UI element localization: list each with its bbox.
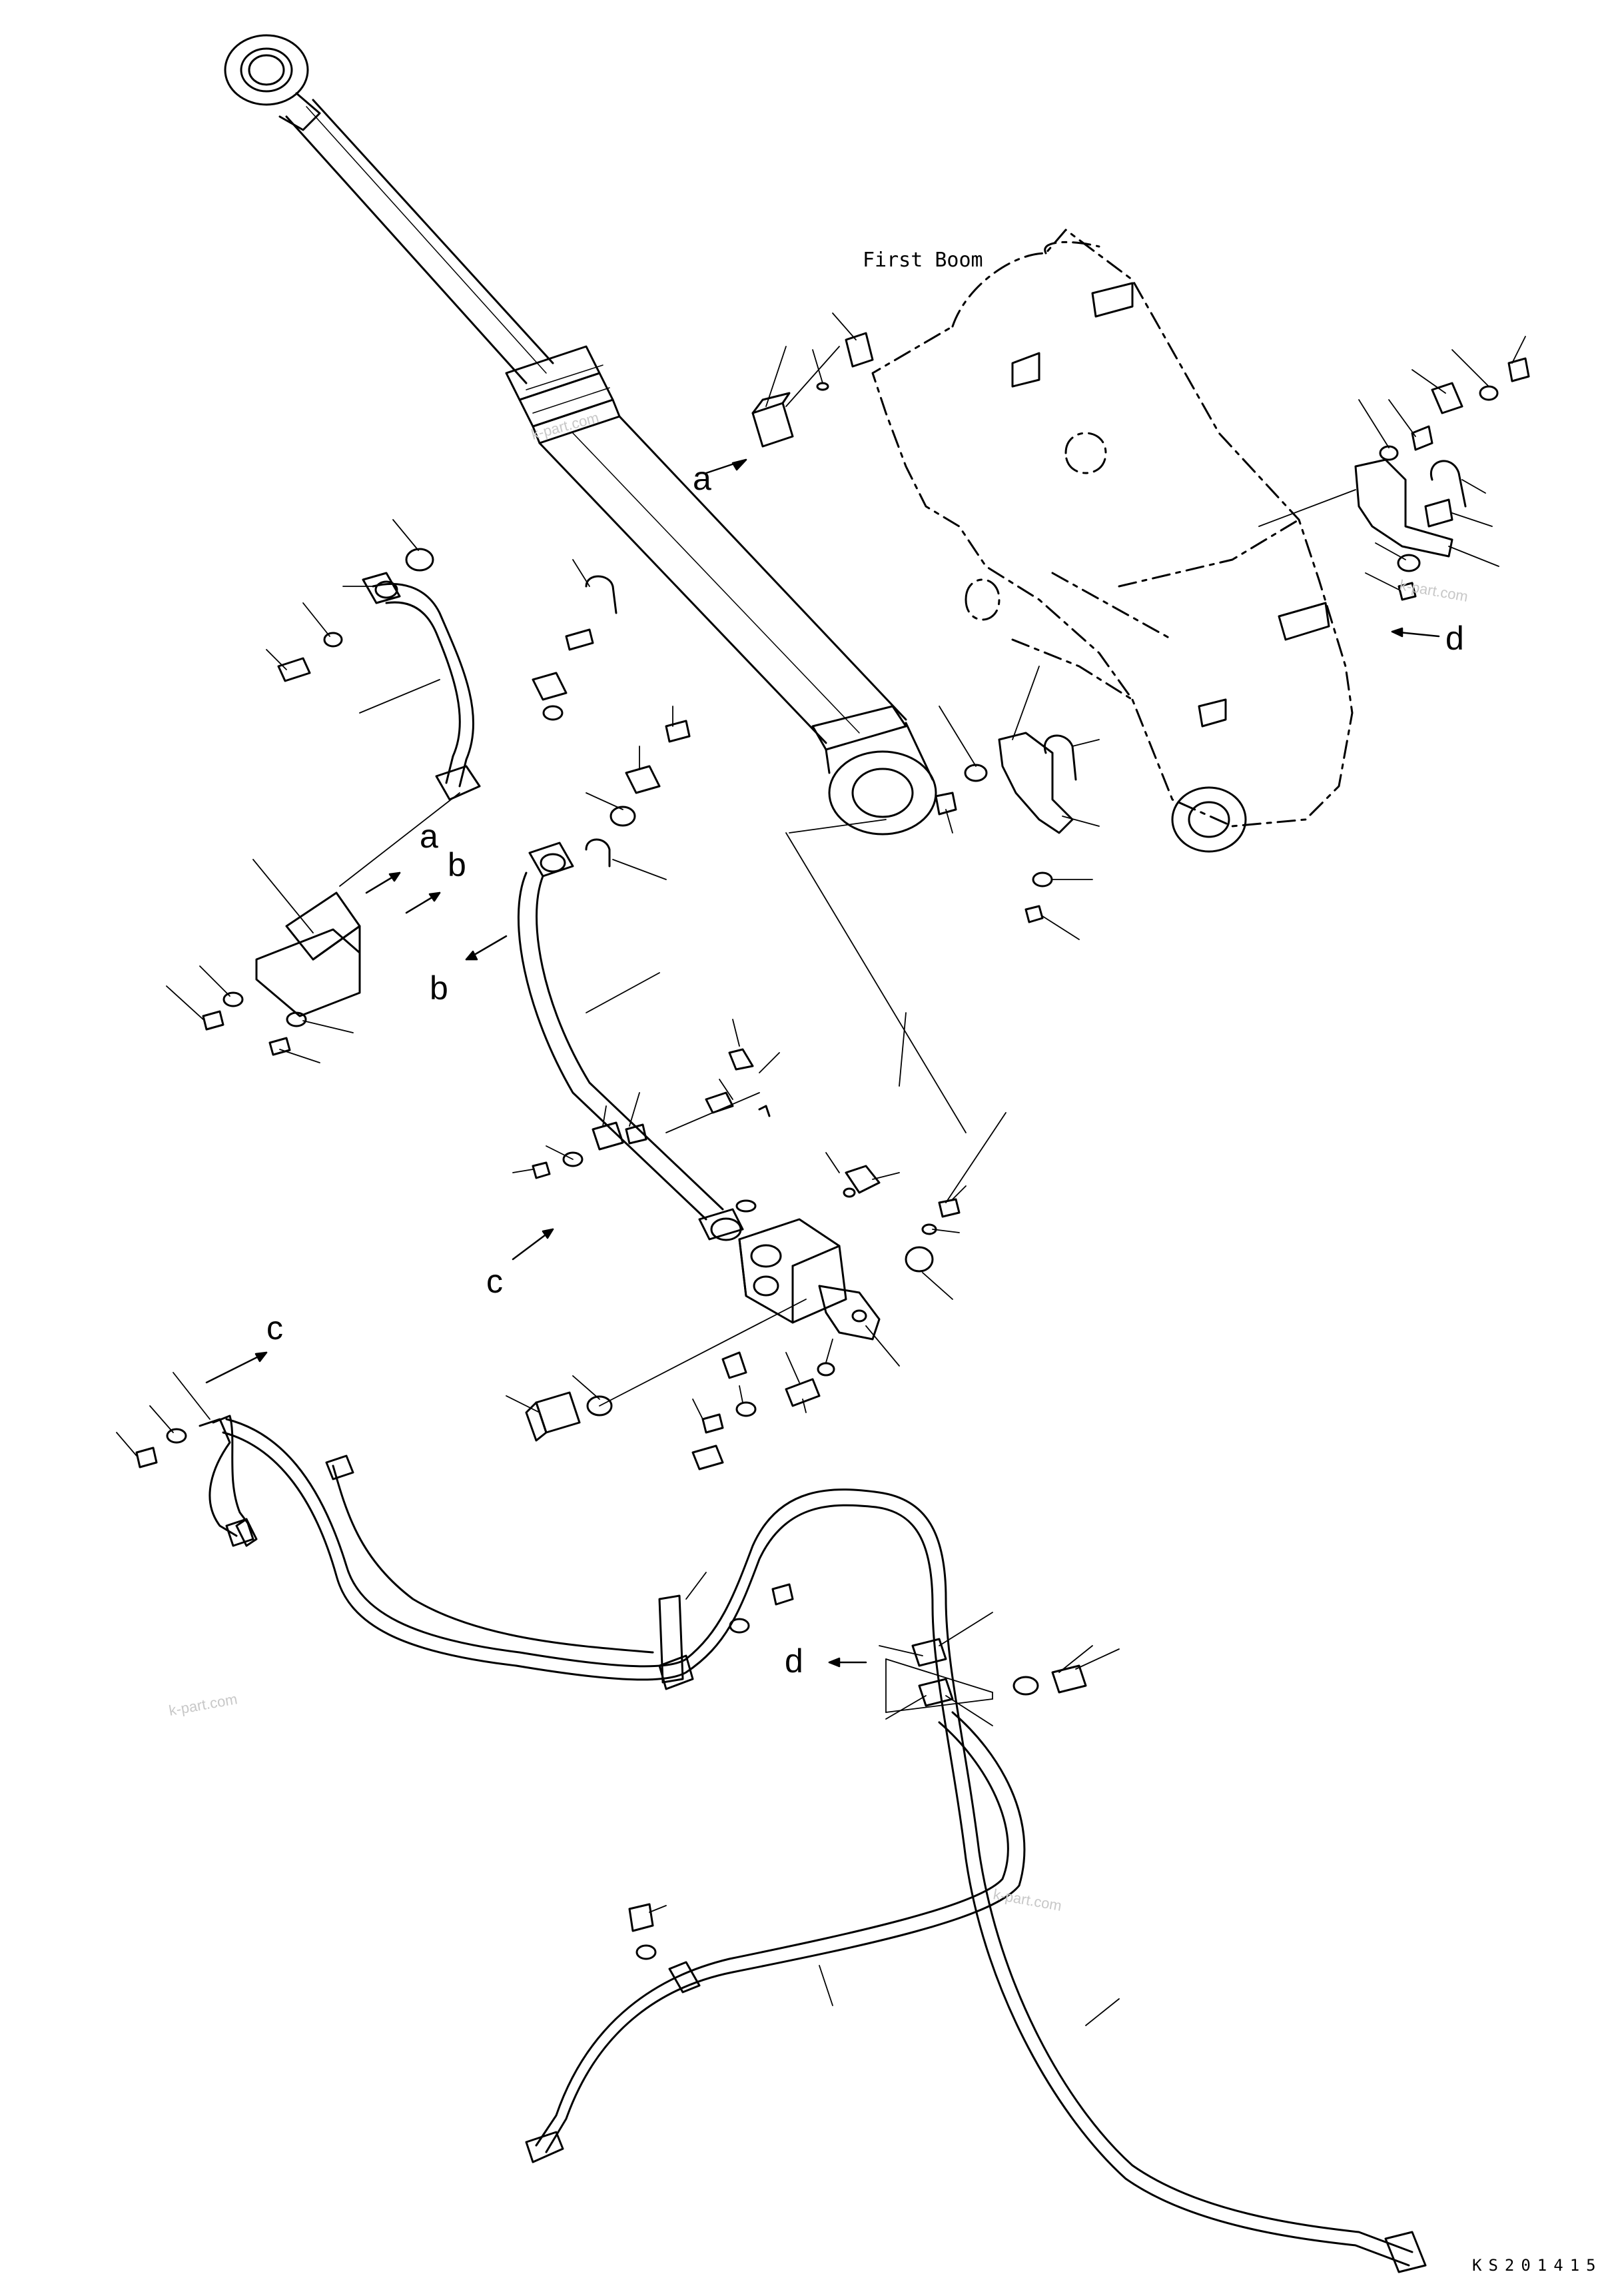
watermark-3: k-part.com <box>168 1690 239 1719</box>
leader-lines-hoses <box>649 1572 1120 2026</box>
wedge-bracket <box>202 891 361 1056</box>
callout-d-center: d <box>785 1642 803 1680</box>
first-boom-outline <box>871 229 1354 828</box>
first-boom-label: First Boom <box>863 249 983 272</box>
upper-left-pipe-assembly <box>277 548 617 801</box>
bracket-cluster-middle <box>935 732 1077 923</box>
leader-lines-a <box>765 312 857 407</box>
callout-a-left: a <box>420 818 438 855</box>
hose-hardware-lower <box>628 1583 1087 1960</box>
leader-lines-lower-left <box>116 1372 210 1456</box>
leader-lines-valve <box>512 819 1006 1367</box>
leader-lines-upper-right <box>1258 336 1526 590</box>
callout-c-center: c <box>486 1263 503 1300</box>
valve-block <box>532 1048 961 1341</box>
watermark-4: k-part.com <box>992 1886 1063 1914</box>
lower-fittings <box>525 1351 835 1470</box>
callout-arrows <box>205 458 1440 1668</box>
leader-lines-wedge <box>166 792 460 1063</box>
callout-a-top: a <box>693 460 711 497</box>
leader-lines-middle <box>939 666 1100 940</box>
leader-lines-lower-fittings <box>506 1299 833 1420</box>
callout-d-right: d <box>1445 620 1464 657</box>
center-pipe-assembly <box>517 720 744 1241</box>
block-a-parts <box>751 332 874 448</box>
drawing-code: KS201415 <box>1472 2256 1603 2275</box>
callout-c-left: c <box>266 1309 283 1347</box>
boom-cylinder <box>224 34 937 836</box>
callout-b-center: b <box>430 969 448 1007</box>
leader-lines-center-pipe <box>586 706 673 1013</box>
hose-clamps <box>325 1454 954 1707</box>
watermark-1: k-part.com <box>530 409 601 443</box>
bracket-cluster-upper-right <box>1354 357 1530 601</box>
leader-lines-upper-left <box>266 519 590 714</box>
callout-b-left: b <box>448 846 466 883</box>
watermark-2: k-part.com <box>1398 576 1469 605</box>
hose-routes <box>222 1418 1427 2273</box>
text-labels: First Boom a a b b c c d d KS201415 k-pa… <box>168 249 1603 2275</box>
first-boom-details <box>1011 282 1330 853</box>
